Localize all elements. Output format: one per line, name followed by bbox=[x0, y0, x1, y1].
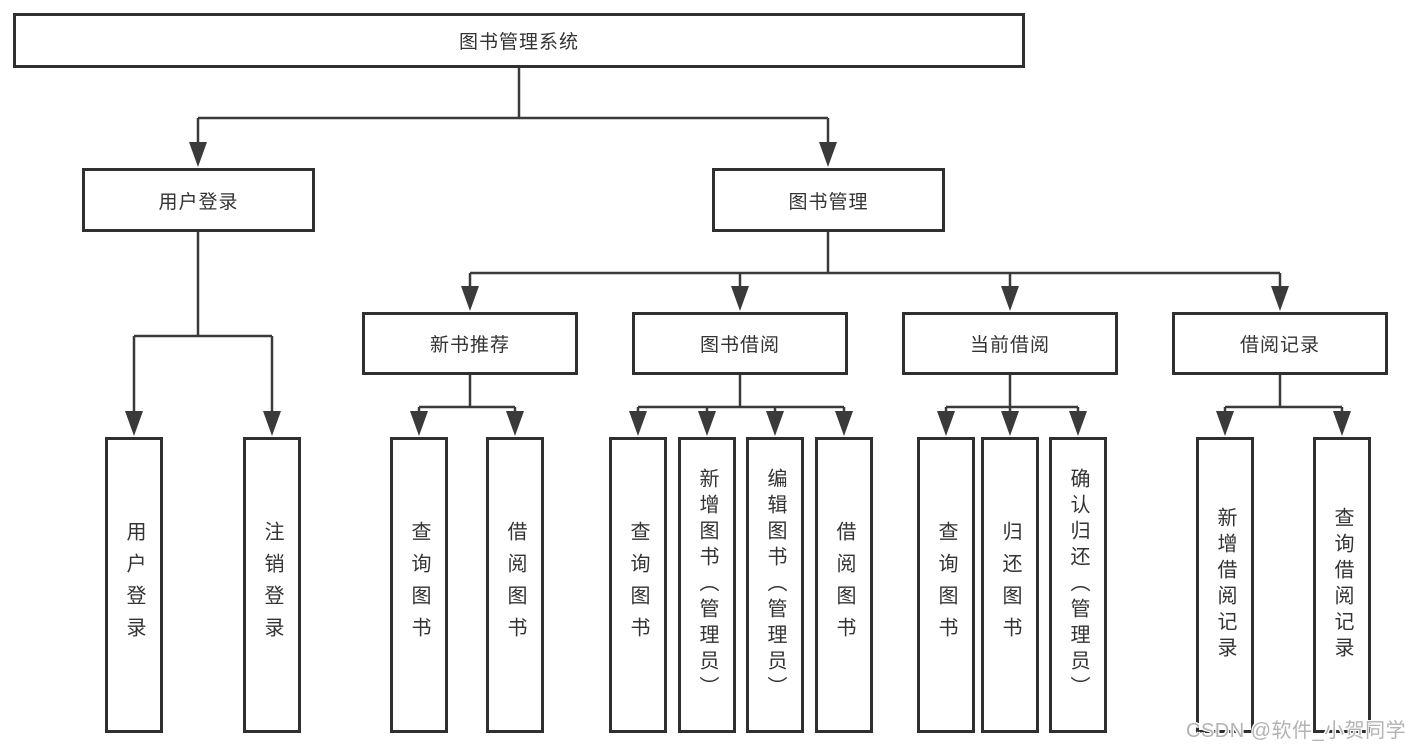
leaf-bb-query-books: 查询图书 bbox=[609, 437, 667, 733]
arrowhead-bb-query bbox=[629, 411, 647, 436]
arrowhead-book-borrow bbox=[731, 286, 749, 311]
leaf-label: 注销登录 bbox=[261, 521, 283, 649]
arrowhead-br-add bbox=[1216, 411, 1234, 436]
arrowhead-leaf-logout bbox=[263, 411, 281, 436]
leaf-label: 用户登录 bbox=[123, 521, 145, 649]
node-new-book-recommend: 新书推荐 bbox=[362, 312, 578, 375]
node-label: 当前借阅 bbox=[969, 335, 1050, 356]
leaf-label: 编辑图书（管理员） bbox=[764, 468, 786, 702]
node-label: 图书借阅 bbox=[699, 335, 780, 356]
arrowhead-bb-borrow bbox=[835, 411, 853, 436]
arrowhead-bb-add bbox=[698, 411, 716, 436]
arrowhead-cb-return bbox=[1001, 411, 1019, 436]
connector-book-management-to-level3 bbox=[468, 232, 1282, 288]
node-label: 图书管理 bbox=[788, 191, 869, 213]
arrowhead-nb-query bbox=[410, 411, 428, 436]
leaf-label: 查询借阅记录 bbox=[1331, 507, 1353, 663]
leaf-label: 查询图书 bbox=[935, 521, 957, 649]
arrowhead-leaf-user-login bbox=[125, 411, 143, 436]
arrowhead-book-management bbox=[819, 142, 837, 167]
leaf-user-login: 用户登录 bbox=[105, 437, 163, 733]
leaf-br-add-record: 新增借阅记录 bbox=[1196, 437, 1254, 733]
arrowhead-bb-edit bbox=[766, 411, 784, 436]
connector-user-login-to-leaves bbox=[132, 232, 274, 413]
leaf-logout: 注销登录 bbox=[243, 437, 301, 733]
leaf-bb-add-books-admin: 新增图书（管理员） bbox=[678, 437, 736, 733]
leaf-nb-borrow-books: 借阅图书 bbox=[486, 437, 544, 733]
connector-new-book-to-leaves bbox=[417, 375, 517, 413]
arrowhead-cb-query bbox=[937, 411, 955, 436]
leaf-label: 确认归还（管理员） bbox=[1067, 468, 1089, 702]
leaf-nb-query-books: 查询图书 bbox=[390, 437, 448, 733]
leaf-bb-borrow-books: 借阅图书 bbox=[815, 437, 873, 733]
node-label: 新书推荐 bbox=[429, 335, 510, 356]
node-label: 借阅记录 bbox=[1239, 335, 1320, 356]
csdn-watermark: CSDN @软件_小贺同学 bbox=[1186, 720, 1405, 742]
node-book-borrow: 图书借阅 bbox=[632, 312, 848, 375]
node-label: 用户登录 bbox=[158, 191, 239, 213]
leaf-cb-return-books: 归还图书 bbox=[981, 437, 1039, 733]
connector-root-to-level2 bbox=[196, 68, 830, 144]
node-label: 图书管理系统 bbox=[458, 32, 579, 53]
leaf-label: 归还图书 bbox=[999, 521, 1021, 649]
connector-book-borrow-to-leaves bbox=[636, 375, 846, 413]
node-root-system: 图书管理系统 bbox=[13, 13, 1025, 68]
connector-borrow-record-to-leaves bbox=[1223, 375, 1344, 413]
leaf-br-query-record: 查询借阅记录 bbox=[1313, 437, 1371, 733]
leaf-label: 查询图书 bbox=[408, 521, 430, 649]
node-current-borrow: 当前借阅 bbox=[902, 312, 1118, 375]
arrowhead-nb-borrow bbox=[506, 411, 524, 436]
leaf-cb-confirm-return-admin: 确认归还（管理员） bbox=[1049, 437, 1107, 733]
arrowhead-current-borrow bbox=[1001, 286, 1019, 311]
arrowhead-new-book bbox=[461, 286, 479, 311]
leaf-label: 借阅图书 bbox=[833, 521, 855, 649]
arrowhead-br-query bbox=[1333, 411, 1351, 436]
node-user-login: 用户登录 bbox=[82, 168, 315, 232]
arrowhead-cb-confirm bbox=[1069, 411, 1087, 436]
leaf-label: 借阅图书 bbox=[504, 521, 526, 649]
leaf-label: 新增图书（管理员） bbox=[696, 468, 718, 702]
arrowhead-user-login bbox=[189, 142, 207, 167]
leaf-bb-edit-books-admin: 编辑图书（管理员） bbox=[746, 437, 804, 733]
leaf-label: 新增借阅记录 bbox=[1214, 507, 1236, 663]
leaf-label: 查询图书 bbox=[627, 521, 649, 649]
leaf-cb-query-books: 查询图书 bbox=[917, 437, 975, 733]
connector-current-borrow-to-leaves bbox=[944, 375, 1080, 413]
arrowhead-borrow-record bbox=[1271, 286, 1289, 311]
node-book-management: 图书管理 bbox=[712, 168, 945, 232]
node-borrow-record: 借阅记录 bbox=[1172, 312, 1388, 375]
